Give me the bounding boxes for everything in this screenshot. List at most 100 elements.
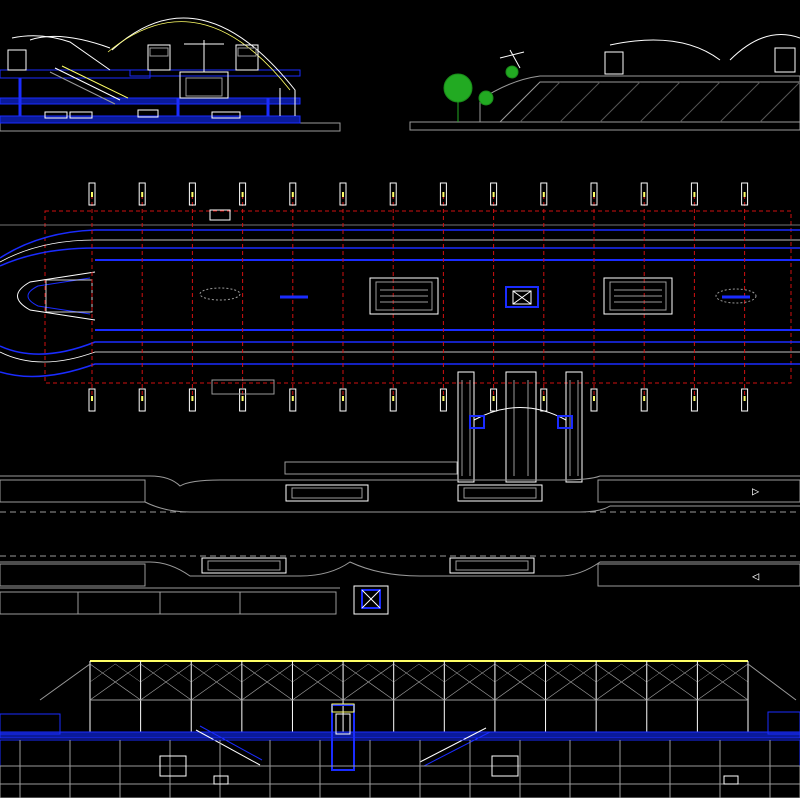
track-band-upper bbox=[0, 229, 800, 259]
truss-brace bbox=[241, 663, 268, 683]
column-light bbox=[492, 192, 495, 197]
ground-base bbox=[409, 121, 800, 131]
truss-brace bbox=[140, 663, 167, 683]
column bbox=[389, 388, 397, 412]
column bbox=[239, 182, 247, 206]
column bbox=[690, 388, 698, 412]
truss-brace bbox=[165, 663, 192, 683]
station-plan bbox=[0, 182, 800, 483]
truss-brace bbox=[595, 663, 647, 701]
canopy-arc bbox=[111, 17, 296, 116]
column bbox=[88, 182, 96, 206]
truss-brace bbox=[89, 663, 141, 701]
column-light bbox=[643, 192, 646, 197]
truss-brace bbox=[292, 663, 318, 683]
column-light bbox=[593, 192, 595, 197]
column bbox=[138, 388, 146, 412]
road-plan: ▷ ◁ bbox=[0, 475, 800, 615]
truss-brace bbox=[545, 663, 597, 701]
truss-brace bbox=[494, 663, 546, 701]
column bbox=[289, 388, 297, 412]
car bbox=[44, 111, 68, 119]
column bbox=[690, 182, 698, 206]
column-light bbox=[442, 192, 445, 197]
entrance-escalators bbox=[457, 371, 583, 483]
bench-cluster bbox=[199, 287, 241, 301]
truss-brace bbox=[520, 663, 546, 683]
column-light bbox=[241, 192, 244, 197]
platform-deck bbox=[0, 731, 800, 739]
tree bbox=[443, 73, 473, 103]
truss-brace bbox=[596, 663, 622, 683]
column-light bbox=[442, 396, 445, 401]
column-light bbox=[693, 192, 696, 197]
truss-brace bbox=[342, 663, 394, 701]
truss-brace bbox=[115, 663, 141, 683]
truss-brace bbox=[621, 663, 647, 683]
column bbox=[188, 182, 196, 206]
column bbox=[389, 182, 397, 206]
column bbox=[490, 182, 498, 206]
underpass-elevator bbox=[353, 585, 389, 615]
truss-brace bbox=[646, 663, 698, 701]
column-light bbox=[542, 396, 545, 401]
escalator-block bbox=[369, 277, 439, 315]
hatched-embankment bbox=[499, 81, 800, 123]
direction-left-marker: ◁ bbox=[751, 569, 759, 583]
stair-diagonal bbox=[195, 729, 261, 766]
column bbox=[439, 182, 447, 206]
sidewalk-strip bbox=[0, 479, 146, 503]
column bbox=[741, 182, 749, 206]
column-light bbox=[191, 192, 194, 197]
truss-brace bbox=[469, 663, 496, 683]
column bbox=[339, 182, 347, 206]
column-light bbox=[392, 192, 395, 197]
column-light bbox=[593, 396, 595, 401]
truss-brace bbox=[292, 663, 344, 701]
truss-brace bbox=[697, 663, 723, 683]
truss-brace bbox=[418, 663, 445, 683]
truss-brace bbox=[570, 663, 597, 683]
column-light bbox=[342, 192, 344, 197]
side-elevation bbox=[409, 34, 800, 131]
platform-nose bbox=[17, 271, 96, 321]
truss-brace bbox=[722, 663, 749, 683]
bus bbox=[285, 484, 369, 502]
column bbox=[640, 388, 648, 412]
column bbox=[138, 182, 146, 206]
column-light bbox=[191, 396, 194, 401]
truss-brace bbox=[267, 663, 293, 683]
cross-section-station bbox=[0, 17, 341, 132]
escalator-block bbox=[603, 277, 673, 315]
direction-right-marker: ▷ bbox=[752, 484, 760, 498]
column bbox=[88, 388, 96, 412]
foundation-slab bbox=[0, 783, 800, 798]
elevator-shaft bbox=[331, 704, 355, 771]
truss-brace bbox=[444, 663, 496, 701]
train-car bbox=[147, 44, 171, 71]
stair-block bbox=[211, 379, 275, 395]
truss-brace bbox=[646, 663, 673, 683]
truss-brace bbox=[444, 663, 470, 683]
column bbox=[439, 388, 447, 412]
truss-brace bbox=[393, 663, 445, 701]
column-light bbox=[643, 396, 646, 401]
column-row-bottom bbox=[88, 388, 749, 412]
column bbox=[188, 388, 196, 412]
column bbox=[540, 182, 548, 206]
elevator-block bbox=[505, 286, 539, 308]
column-light bbox=[91, 192, 93, 197]
column-grid bbox=[91, 195, 746, 400]
truss-brace bbox=[342, 663, 369, 683]
truss-brace bbox=[191, 663, 217, 683]
column bbox=[741, 388, 749, 412]
column bbox=[640, 182, 648, 206]
column-light bbox=[342, 396, 344, 401]
truss-brace bbox=[241, 663, 293, 701]
column-light bbox=[693, 396, 696, 401]
column-light bbox=[542, 192, 545, 197]
column-light bbox=[241, 396, 244, 401]
roof-truss bbox=[89, 661, 749, 732]
column bbox=[590, 182, 598, 206]
